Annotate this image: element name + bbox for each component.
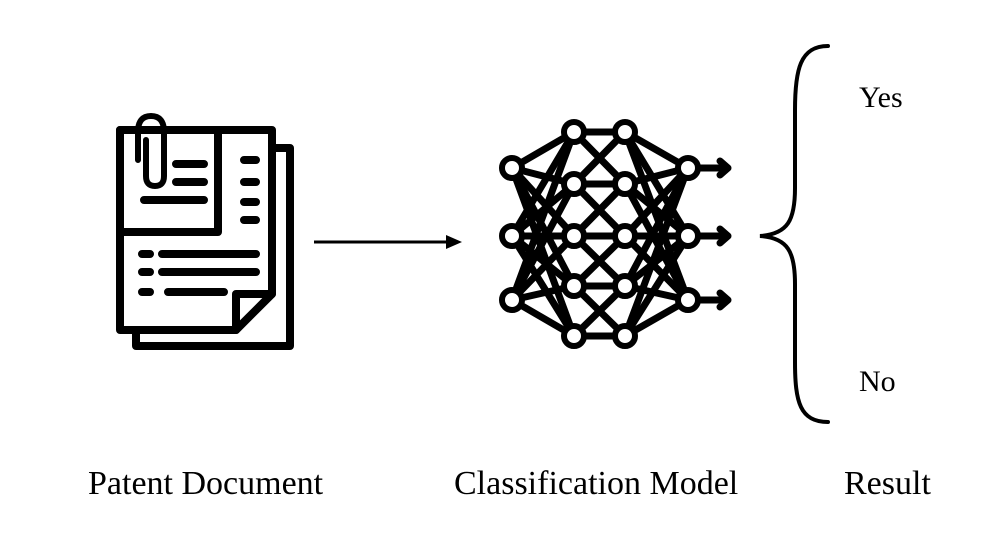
network-edge [621, 232, 692, 340]
network-edge [508, 232, 578, 304]
arrow-right-icon [314, 235, 462, 249]
network-edge [508, 128, 578, 240]
network-node [561, 223, 587, 249]
network-edge [508, 232, 578, 340]
network-node [612, 223, 638, 249]
network-edge [621, 164, 692, 240]
patent-document-icon [116, 113, 294, 350]
result-caption: Result [844, 465, 931, 502]
output-arrow-icon [696, 157, 732, 179]
network-node [561, 273, 587, 299]
network-node [561, 119, 587, 145]
outcome-no-label: No [859, 365, 896, 398]
patent-document-caption: Patent Document [88, 465, 324, 502]
network-node [612, 171, 638, 197]
network-node [675, 155, 701, 181]
network-node [561, 323, 587, 349]
classification-model-caption: Classification Model [454, 465, 739, 502]
network-node [675, 223, 701, 249]
network-edge [621, 180, 692, 304]
network-edge [508, 128, 578, 304]
network-edge [621, 128, 692, 304]
network-node [612, 273, 638, 299]
network-node [612, 323, 638, 349]
network-node [675, 287, 701, 313]
outcome-yes-label: Yes [859, 81, 903, 114]
left-curly-brace-icon [759, 44, 830, 424]
network-node [499, 223, 525, 249]
network-node [499, 287, 525, 313]
network-edge [508, 232, 578, 290]
output-arrow-icon [696, 225, 732, 247]
output-arrow-icon [696, 289, 732, 311]
network-edge [508, 164, 578, 240]
network-node [612, 119, 638, 145]
network-edge [621, 180, 692, 240]
network-edge [508, 164, 578, 340]
network-node [561, 171, 587, 197]
network-edge [621, 164, 692, 340]
network-edge [508, 180, 578, 304]
network-node [499, 155, 525, 181]
network-edge [621, 232, 692, 304]
neural-network-icon [499, 119, 732, 349]
network-edge [621, 128, 692, 240]
